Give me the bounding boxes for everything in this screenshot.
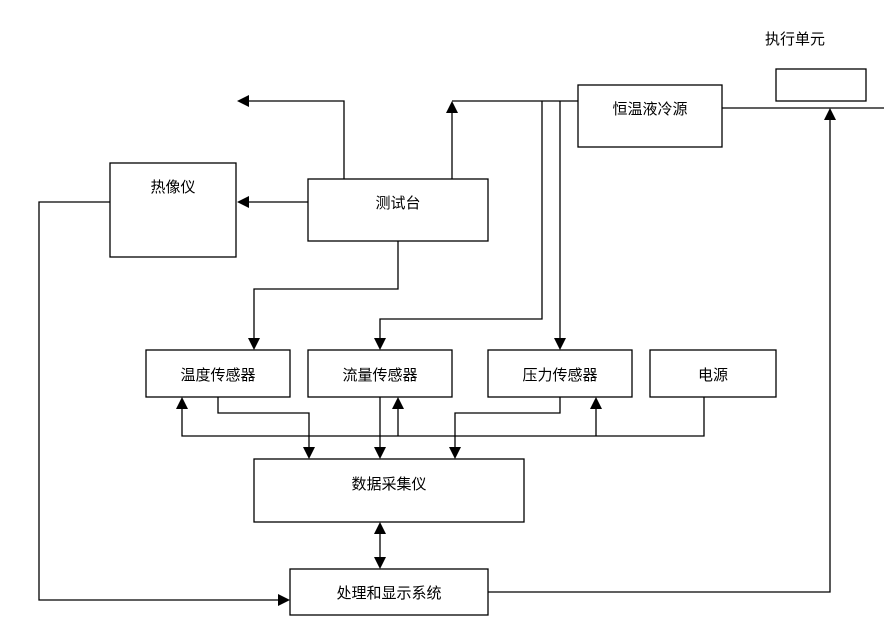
arrowhead-down [374,447,386,459]
arrowhead-up [374,522,386,534]
arrowhead-left [237,196,249,208]
node-label: 处理和显示系统 [336,584,441,602]
edge-pressuresensor-daq [454,397,561,447]
edge-cooling-flowsensor [379,101,543,338]
node-label: 压力传感器 [522,366,597,384]
node-label: 流量传感器 [342,366,417,384]
edge-power-bus [181,397,705,437]
node-label: 热像仪 [150,178,195,196]
node-actuator-unit [775,68,867,102]
arrowhead-down [374,557,386,569]
node-thermal-imager: 热像仪 [109,162,237,258]
edge-processing-actuator [488,120,831,593]
edge-thermal-processing [38,201,278,601]
node-cooling-source: 恒温液冷源 [577,84,723,148]
node-power-supply: 电源 [649,349,777,398]
edge-tempsensor-daq [217,397,310,447]
arrowhead-right [278,594,290,606]
node-label: 恒温液冷源 [612,100,687,118]
arrowhead-left [237,95,249,107]
node-pressure-sensor: 压力传感器 [487,349,633,398]
arrowhead-down [248,338,260,350]
node-label: 数据采集仪 [351,475,426,493]
arrowhead-up [824,108,836,120]
node-temperature-sensor: 温度传感器 [145,349,291,398]
node-flow-sensor: 流量传感器 [307,349,453,398]
edge-testbench-outflow [248,100,345,179]
arrowhead-down [303,447,315,459]
edge-testbench-tempsensor [253,241,399,338]
arrowhead-down [449,447,461,459]
node-label: 测试台 [375,194,420,212]
node-data-acquisition: 数据采集仪 [253,458,525,523]
node-label: 电源 [698,366,728,384]
actuator-unit-label: 执行单元 [765,30,825,48]
arrowhead-down [554,338,566,350]
node-label: 温度传感器 [180,366,255,384]
arrowhead-down [374,338,386,350]
arrowhead-up [392,397,404,409]
node-test-bench: 测试台 [307,178,489,242]
arrowhead-up [446,101,458,113]
arrowhead-up [176,397,188,409]
node-processing-display: 处理和显示系统 [289,568,489,616]
arrowhead-up [590,397,602,409]
